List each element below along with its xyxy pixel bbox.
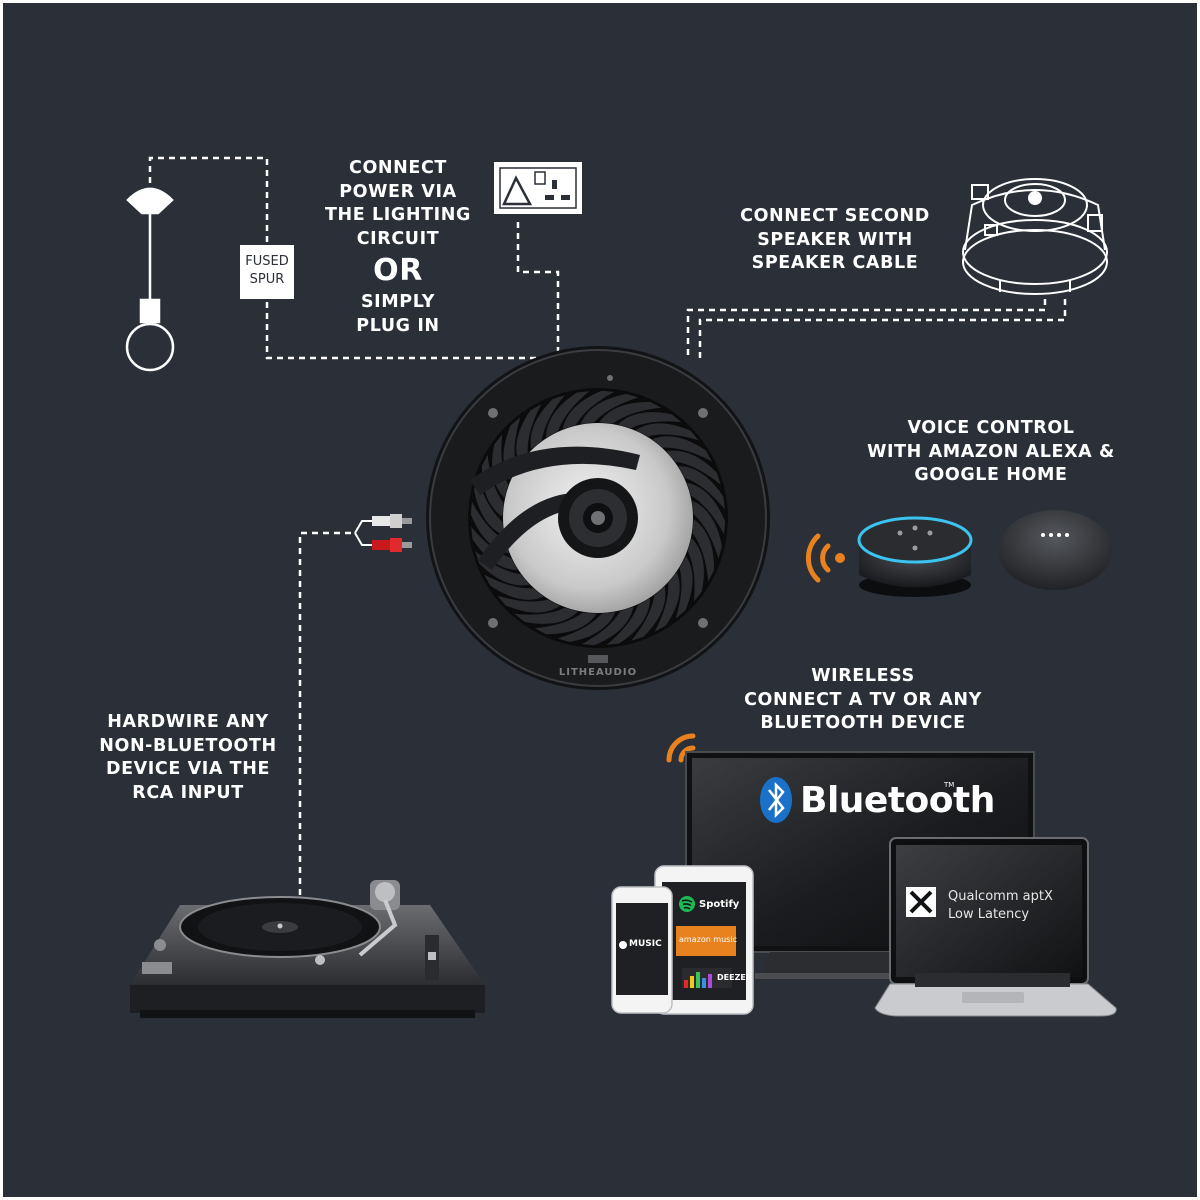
- power-wire: [148, 156, 560, 360]
- speaker-fin: [514, 400, 546, 467]
- caption-voice-line-2: WITH AMAZON ALEXA &: [867, 441, 1115, 462]
- speaker-fin: [650, 569, 682, 636]
- speaker-fin: [576, 604, 636, 647]
- caption-voice-line-3: GOOGLE HOME: [914, 465, 1068, 485]
- diagram-canvas: CONNECT POWER VIA THE LIGHTING CIRCUIT O…: [3, 3, 1197, 1197]
- caption-wireless: WIRELESS CONNECT A TV OR ANY BLUETOOTH D…: [733, 665, 993, 736]
- speaker-fin: [552, 610, 618, 644]
- speaker-fin: [675, 464, 727, 515]
- caption-power-line-4: CIRCUIT: [356, 228, 440, 249]
- speaker-fin: [544, 389, 595, 441]
- speaker-cable-b: [698, 296, 1067, 358]
- caption-power-line-2: POWER VIA: [339, 181, 457, 202]
- tv-bluetooth-label: Bluetooth: [800, 780, 995, 821]
- speaker-fin: [686, 535, 706, 607]
- speaker-fin: [663, 449, 724, 490]
- fused-spur-box: [240, 245, 294, 299]
- caption-hardwire-line-4: RCA INPUT: [132, 782, 244, 803]
- speaker-fin: [509, 606, 581, 626]
- speaker-brand: LITHEAUDIO: [558, 667, 638, 678]
- tablet-spotify-label: Spotify: [699, 899, 740, 910]
- pendant-light-icon: [125, 187, 175, 372]
- tablet-amazon-label: amazon music: [679, 935, 737, 944]
- speaker-fin: [690, 498, 724, 564]
- speaker-fin: [632, 421, 704, 444]
- speaker-fin: [472, 546, 533, 587]
- laptop-aptx-text: Qualcomm aptX Low Latency: [948, 888, 1053, 924]
- ceiling-speaker: [426, 346, 770, 690]
- second-speaker-icon: [962, 178, 1108, 295]
- caption-power: CONNECT POWER VIA THE LIGHTING CIRCUIT O…: [303, 157, 493, 338]
- diagram-graphics: [125, 156, 1117, 1018]
- phone-device: [611, 886, 673, 1014]
- speaker-fin: [615, 410, 687, 430]
- caption-power-line-6: PLUG IN: [356, 315, 440, 336]
- speaker-fin: [672, 552, 695, 624]
- echo-dot-device: [857, 516, 973, 597]
- fused-spur-line-2: SPUR: [249, 272, 285, 287]
- caption-wireless-line-1: WIRELESS: [811, 666, 915, 686]
- rca-connectors: [354, 514, 412, 552]
- caption-power-line-5: SIMPLY: [360, 292, 436, 312]
- speaker-cable-a: [686, 296, 1047, 355]
- power-socket-icon: [494, 162, 582, 214]
- caption-wireless-line-3: BLUETOOTH DEVICE: [760, 713, 966, 733]
- fused-spur-label: FUSED SPUR: [240, 253, 294, 289]
- laptop-qualcomm: Qualcomm: [948, 889, 1019, 904]
- nest-mini-device: [998, 510, 1112, 590]
- caption-hardwire: HARDWIRE ANY NON-BLUETOOTH DEVICE VIA TH…: [83, 711, 293, 805]
- phone-music-label: MUSIC: [629, 939, 662, 949]
- speaker-fin: [684, 480, 727, 540]
- caption-power-line-3: THE LIGHTING: [325, 205, 471, 225]
- laptop-device: [874, 837, 1117, 1017]
- wiring-lines: [148, 156, 1067, 895]
- caption-power-line-1: CONNECT: [349, 158, 447, 178]
- speaker-fin: [492, 592, 564, 615]
- caption-second-speaker-line-1: CONNECT SECOND: [740, 206, 930, 226]
- speaker-fin: [596, 400, 667, 425]
- speaker-fin: [649, 434, 716, 466]
- speaker-fin: [529, 611, 600, 636]
- turntable-device: [130, 880, 485, 1018]
- caption-hardwire-line-3: DEVICE VIA THE: [105, 759, 271, 779]
- speaker-fin: [560, 389, 620, 432]
- caption-second-speaker-line-2: SPEAKER WITH: [757, 229, 913, 250]
- wifi-signal-icon: [805, 533, 845, 583]
- caption-voice-line-1: VOICE CONTROL: [907, 418, 1075, 438]
- caption-power-or: OR: [373, 253, 423, 288]
- laptop-low-latency: Low Latency: [948, 907, 1030, 922]
- caption-second-speaker: CONNECT SECOND SPEAKER WITH SPEAKER CABL…: [720, 205, 950, 276]
- caption-second-speaker-line-3: SPEAKER CABLE: [751, 253, 919, 273]
- laptop-aptx: aptX: [1022, 889, 1053, 904]
- tv-trademark: TM: [944, 781, 955, 789]
- fused-spur-line-1: FUSED: [245, 254, 289, 269]
- caption-wireless-line-2: CONNECT A TV OR ANY: [744, 689, 982, 710]
- speaker-fin: [578, 392, 644, 426]
- caption-voice: VOICE CONTROL WITH AMAZON ALEXA & GOOGLE…: [856, 417, 1126, 488]
- apple-icon: [619, 941, 627, 949]
- rca-cable: [298, 531, 355, 895]
- caption-hardwire-line-2: NON-BLUETOOTH: [99, 735, 277, 756]
- speaker-fin: [480, 570, 547, 602]
- caption-hardwire-line-1: HARDWIRE ANY: [107, 712, 269, 732]
- tablet-deezer-label: DEEZER: [717, 973, 752, 982]
- speaker-fin: [529, 392, 570, 453]
- speaker-fin: [626, 583, 667, 644]
- speaker-fin: [601, 595, 652, 647]
